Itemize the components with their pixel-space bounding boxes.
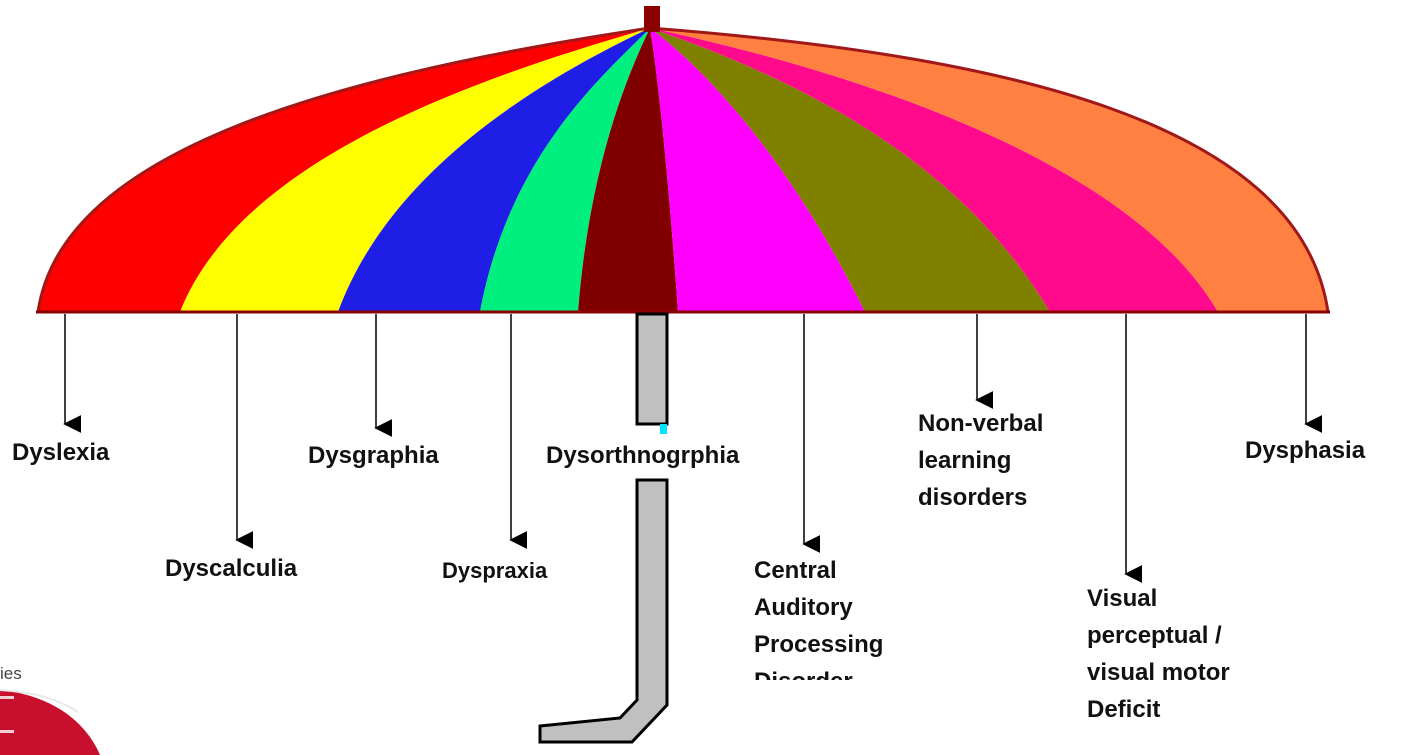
label-dysgraphia: Dysgraphia xyxy=(308,437,439,474)
label-line: Processing xyxy=(754,626,883,663)
corner-logo-fragment xyxy=(0,690,100,755)
label-line: Auditory xyxy=(754,589,883,626)
umbrella-handle xyxy=(540,314,667,742)
label-line: Central xyxy=(754,552,883,589)
label-line: Visual xyxy=(1087,580,1230,617)
label-dysphasia: Dysphasia xyxy=(1245,432,1365,469)
label-line: disorders xyxy=(918,479,1043,510)
label-central-auditory: Central Auditory Processing Disorder xyxy=(754,552,883,680)
corner-text-fragment: ies xyxy=(0,664,22,684)
label-line: perceptual / xyxy=(1087,617,1230,654)
label-line: Non-verbal xyxy=(918,405,1043,442)
label-non-verbal: Non-verbal learning disorders xyxy=(918,405,1043,510)
label-visual-perceptual: Visual perceptual / visual motor Deficit xyxy=(1087,580,1230,728)
label-dyslexia: Dyslexia xyxy=(12,434,109,471)
label-line: Disorder xyxy=(754,663,883,680)
umbrella-tip xyxy=(644,6,660,32)
label-line: Deficit xyxy=(1087,691,1230,728)
label-line: visual motor xyxy=(1087,654,1230,691)
label-line: learning xyxy=(918,442,1043,479)
label-dysorthnogrphia: Dysorthnogrphia xyxy=(546,437,739,474)
label-dyscalculia: Dyscalculia xyxy=(165,550,297,587)
label-dyspraxia: Dyspraxia xyxy=(442,552,547,589)
